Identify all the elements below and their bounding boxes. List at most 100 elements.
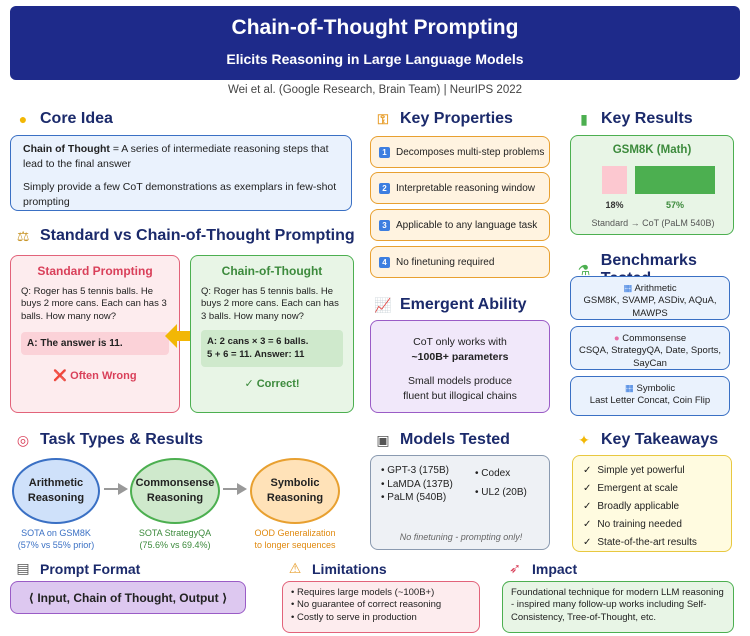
- property-label: Decomposes multi-step problems: [396, 146, 545, 158]
- takeaway-item: ✓Simple yet powerful: [583, 461, 731, 479]
- core-idea-title: Core Idea: [40, 110, 113, 127]
- model-item: GPT-3 (175B): [381, 464, 471, 478]
- key-results-heading: ▮ Key Results: [575, 110, 692, 128]
- emergent-heading: 📈 Emergent Ability: [374, 296, 527, 314]
- models-note: No finetuning - prompting only!: [399, 532, 523, 542]
- models-list-right: Codex UL2 (20B): [475, 464, 547, 502]
- takeaway-label: State-of-the-art results: [597, 536, 697, 548]
- core-idea-heading: ● Core Idea: [14, 110, 113, 128]
- task-caption-symbolic: OOD Generalization to longer sequences: [240, 527, 350, 551]
- property-item: 1 Decomposes multi-step problems: [370, 136, 550, 168]
- standard-title: Standard Prompting: [37, 264, 153, 278]
- citation: Wei et al. (Google Research, Brain Team)…: [227, 84, 523, 96]
- task-caption-line: (75.6% vs 69.4%): [139, 540, 211, 551]
- impact-text: Foundational technique for modern LLM re…: [511, 587, 724, 623]
- benchmark-detail: CSQA, StrategyQA, Date, Sports, SayCan: [578, 345, 722, 369]
- arrow-right-icon: [104, 482, 128, 496]
- prompt-format-box: ⟨ Input, Chain of Thought, Output ⟩: [10, 581, 246, 614]
- takeaway-item: ✓Emergent at scale: [583, 479, 731, 497]
- bar-value-label: 57%: [666, 200, 684, 210]
- cot-question: Q: Roger has 5 tennis balls. He buys 2 m…: [201, 286, 339, 322]
- benchmark-detail: GSM8K, SVAMP, ASDiv, AQuA, MAWPS: [583, 295, 717, 319]
- emergent-line4: fluent but illogical chains: [403, 390, 517, 403]
- scales-icon: ⚖: [16, 227, 30, 244]
- standard-prompting-box: Standard Prompting Q: Roger has 5 tennis…: [10, 255, 180, 413]
- number-badge-icon: 2: [379, 182, 390, 194]
- core-idea-def-text: = A series of intermediate reasoning ste…: [23, 143, 329, 170]
- comparison-title: Standard vs Chain-of-Thought Prompting: [40, 227, 355, 244]
- takeaways-title: Key Takeaways: [601, 431, 719, 448]
- bar-value-label: 18%: [605, 200, 623, 210]
- impact-title: Impact: [532, 560, 578, 577]
- model-item: LaMDA (137B): [381, 478, 471, 492]
- task-caption-commonsense: SOTA StrategyQA (75.6% vs 69.4%): [122, 527, 228, 551]
- cot-answer-line2: 5 + 6 = 11. Answer: 11: [207, 349, 305, 361]
- prompt-format-title: Prompt Format: [40, 560, 141, 577]
- takeaway-item: ✓No training needed: [583, 515, 731, 533]
- gsm8k-bar-chart: 18% 57%: [602, 166, 715, 210]
- task-node-label: Symbolic: [270, 477, 320, 490]
- chart-caption: Standard → CoT (PaLM 540B): [591, 218, 715, 228]
- limitation-item: Requires large models (~100B+): [291, 587, 471, 599]
- task-node-label: Reasoning: [27, 492, 85, 504]
- bar-standard: [602, 166, 627, 194]
- task-caption-line: SOTA StrategyQA: [138, 528, 212, 538]
- takeaway-item: ✓Broadly applicable: [583, 497, 731, 515]
- benchmark-detail: Last Letter Concat, Coin Flip: [589, 395, 711, 407]
- task-node-label: Commonsense: [135, 477, 215, 490]
- impact-box: Foundational technique for modern LLM re…: [502, 581, 734, 633]
- prompt-format-text: ⟨ Input, Chain of Thought, Output ⟩: [28, 590, 228, 605]
- check-icon: ✓: [583, 482, 592, 494]
- property-item: 3 Applicable to any language task: [370, 209, 550, 241]
- page-title: Chain-of-Thought Prompting: [231, 16, 519, 39]
- limitations-box: Requires large models (~100B+) No guaran…: [282, 581, 480, 633]
- cot-verdict: ✓ Correct!: [244, 377, 300, 390]
- limitations-title: Limitations: [312, 560, 387, 577]
- brain-icon: ●: [613, 333, 620, 344]
- emergent-line1: CoT only works with: [413, 336, 507, 348]
- benchmark-name: Commonsense: [622, 333, 687, 344]
- number-badge-icon: 3: [379, 219, 390, 231]
- bar-chart-icon: ▮: [580, 110, 588, 127]
- benchmark-item: ▦ Symbolic Last Letter Concat, Coin Flip: [570, 376, 730, 416]
- models-box: GPT-3 (175B) LaMDA (137B) PaLM (540B) Co…: [370, 455, 550, 550]
- emergent-title: Emergent Ability: [400, 296, 527, 313]
- cot-answer-line1: A: 2 cans × 3 = 6 balls.: [207, 336, 309, 348]
- task-node-label: Reasoning: [146, 492, 204, 504]
- model-item: PaLM (540B): [381, 491, 471, 505]
- memo-icon: ▤: [16, 560, 30, 576]
- takeaways-box: ✓Simple yet powerful ✓Emergent at scale …: [572, 455, 732, 552]
- takeaway-label: No training needed: [597, 518, 682, 530]
- property-label: Interpretable reasoning window: [396, 182, 535, 194]
- check-icon: ✓: [583, 500, 592, 512]
- comparison-heading: ⚖ Standard vs Chain-of-Thought Prompting: [14, 227, 355, 245]
- key-properties-title: Key Properties: [400, 110, 513, 127]
- takeaway-item: ✓State-of-the-art results: [583, 533, 731, 551]
- task-caption-line: (57% vs 55% prior): [17, 540, 95, 551]
- models-title: Models Tested: [400, 431, 510, 448]
- number-badge-icon: 1: [379, 146, 390, 158]
- standard-question: Q: Roger has 5 tennis balls. He buys 2 m…: [21, 286, 167, 322]
- limitation-item: No guarantee of correct reasoning: [291, 599, 471, 611]
- cot-answer: A: 2 cans × 3 = 6 balls. 5 + 6 = 11. Ans…: [201, 330, 343, 367]
- bar-cot: [635, 166, 715, 194]
- core-idea-definition: Chain of Thought = A series of intermedi…: [23, 142, 339, 171]
- limitations-list: Requires large models (~100B+) No guaran…: [291, 587, 471, 624]
- emergent-line2: ~100B+ parameters: [411, 350, 509, 363]
- impact-heading: ➶ Impact: [506, 560, 577, 577]
- model-item: Codex: [475, 464, 547, 483]
- rocket-icon: ➶: [509, 560, 521, 576]
- header-banner: Chain-of-Thought Prompting Elicits Reaso…: [10, 6, 740, 80]
- models-list-left: GPT-3 (175B) LaMDA (137B) PaLM (540B): [381, 464, 471, 505]
- limitation-item: Costly to serve in production: [291, 612, 471, 624]
- models-heading: ▣ Models Tested: [374, 431, 510, 449]
- check-icon: ✓: [583, 464, 592, 476]
- standard-answer: A: The answer is 11.: [21, 332, 169, 356]
- core-idea-box: Chain of Thought = A series of intermedi…: [10, 135, 352, 211]
- property-item: 4 No finetuning required: [370, 246, 550, 278]
- key-icon: ⚿: [377, 110, 389, 127]
- number-badge-icon: 4: [379, 256, 390, 268]
- page-subtitle: Elicits Reasoning in Large Language Mode…: [226, 51, 524, 67]
- sparkles-icon: ✦: [578, 431, 590, 448]
